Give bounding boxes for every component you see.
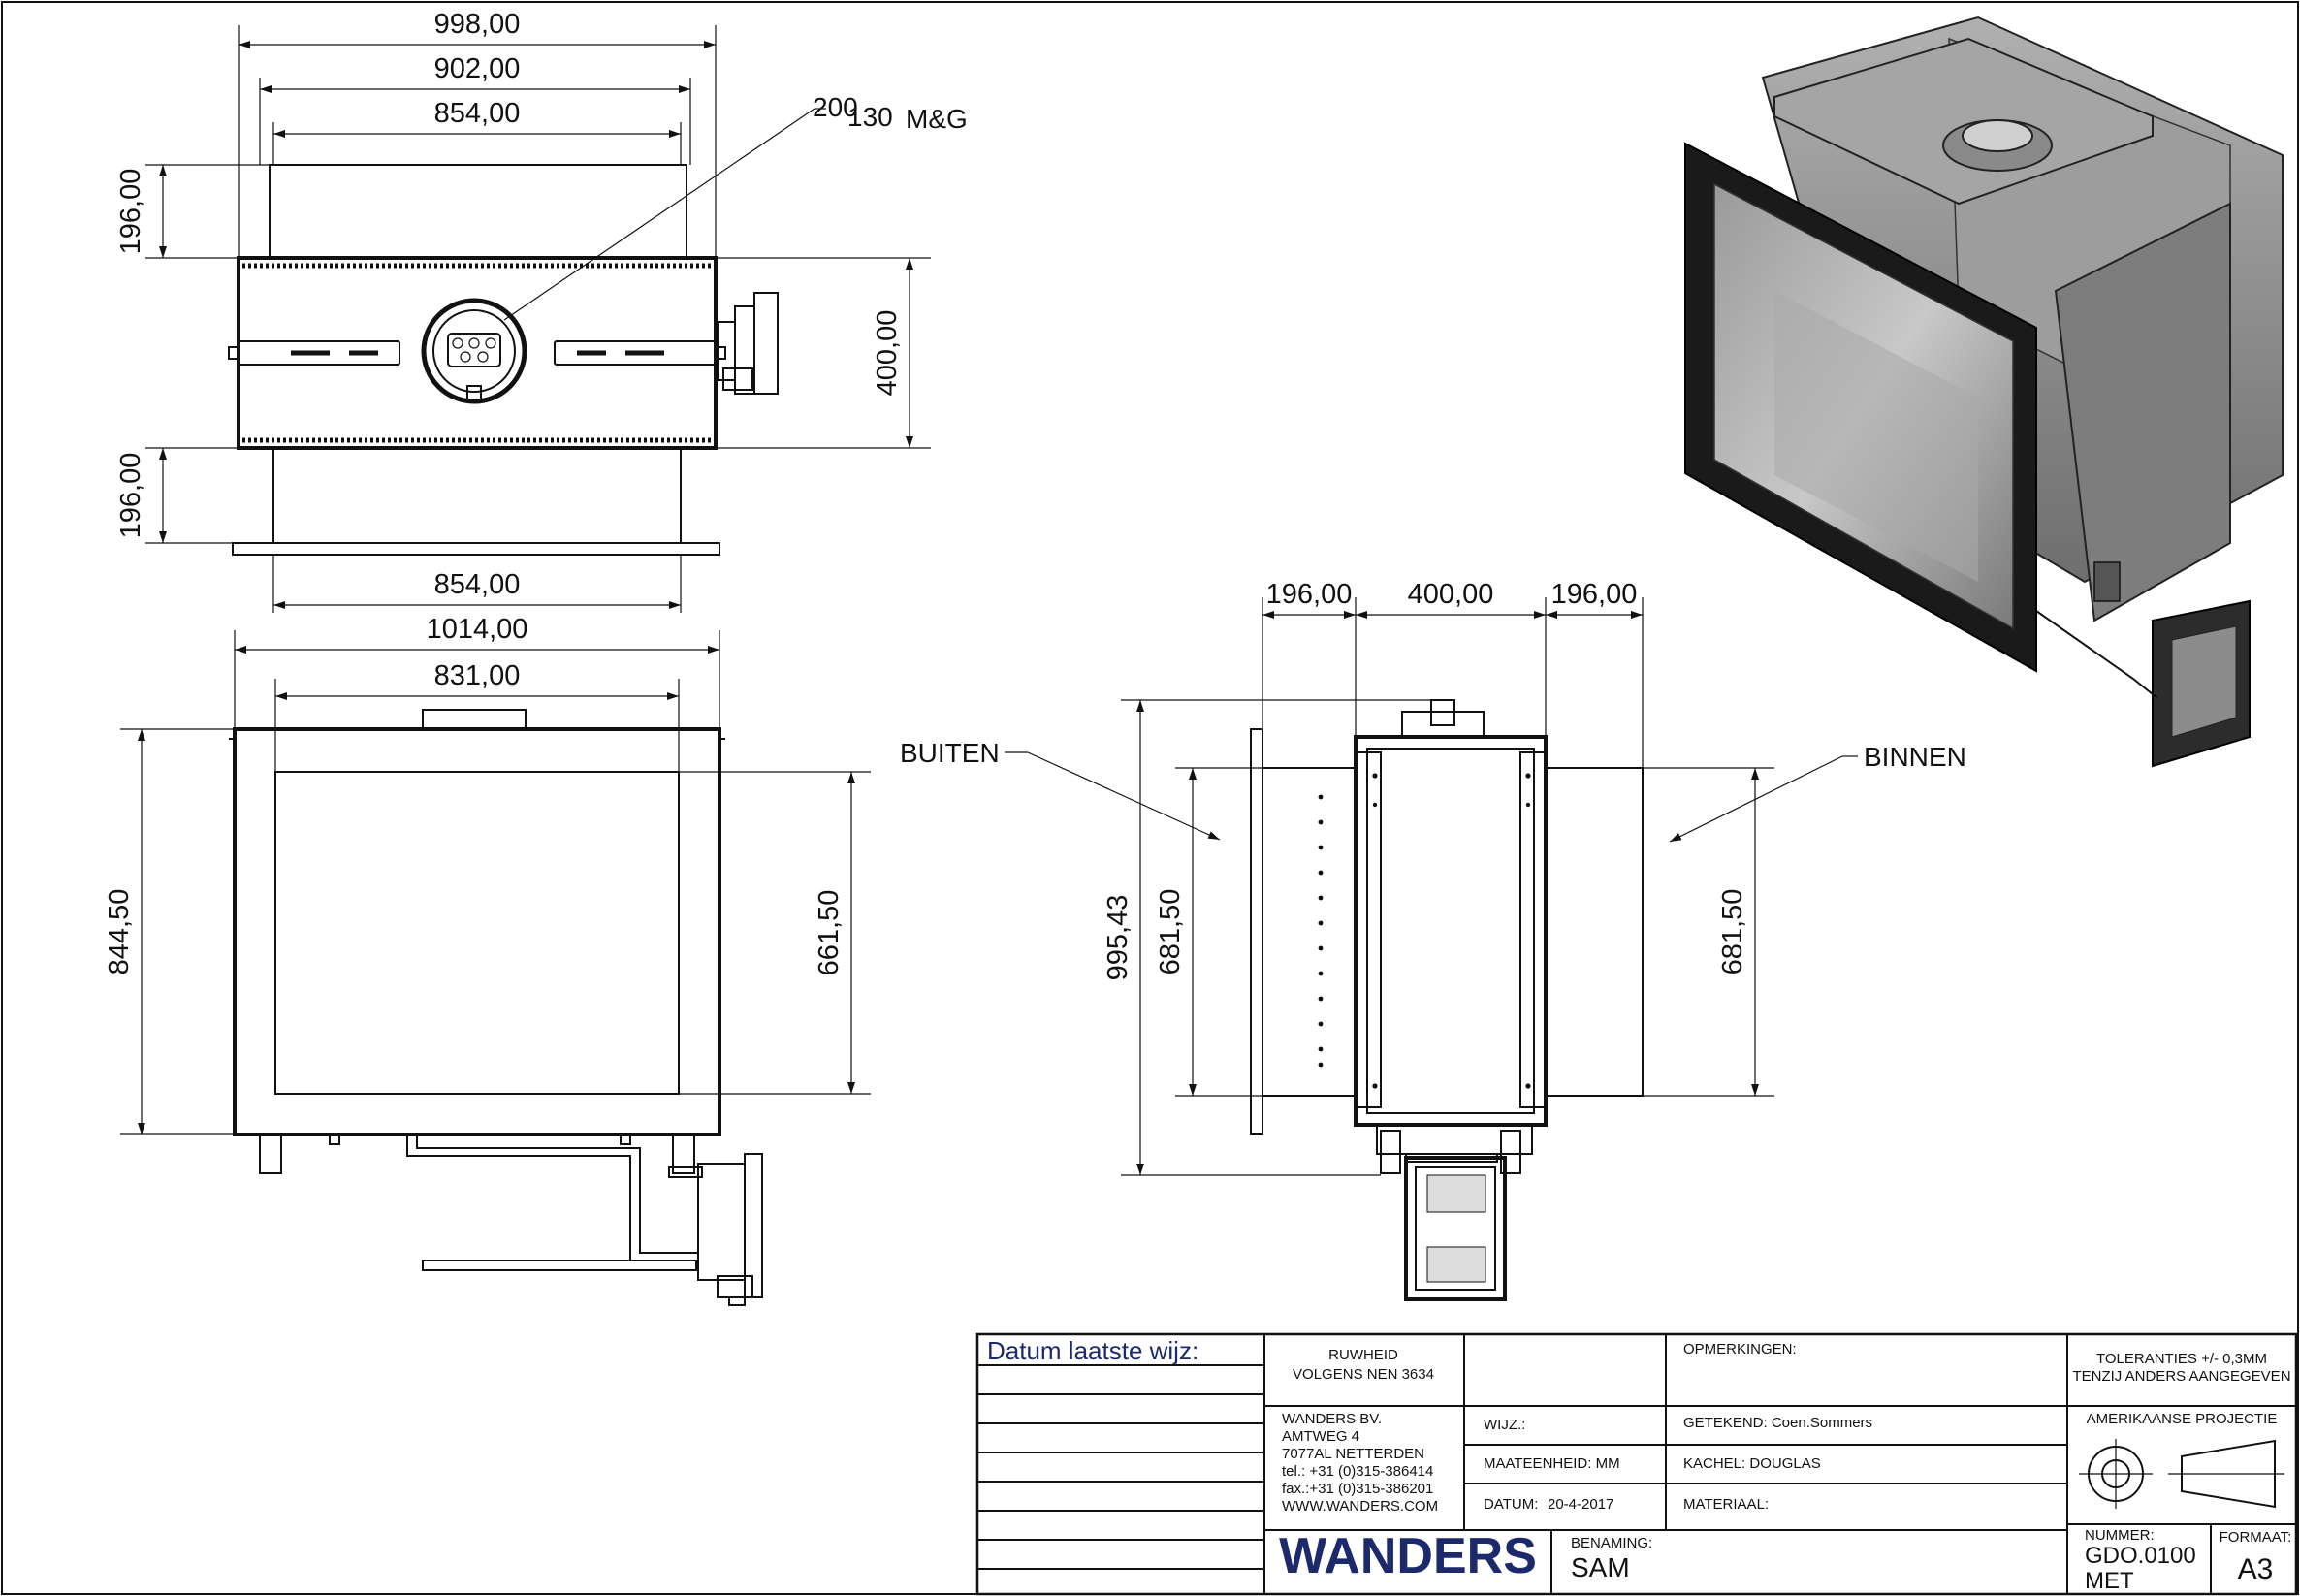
dim-top-902: 902,00 [434, 53, 521, 84]
front-view: 1014,00 831,00 844,50 661,50 [104, 614, 871, 1306]
number-value-2: MET [2085, 1568, 2134, 1594]
flue-label-text: M&G [906, 104, 968, 134]
front-view-flue-collar [422, 709, 527, 730]
flue-label-sup: 200 [813, 92, 858, 122]
roughness-line2: VOLGENS NEN 3634 [1293, 1366, 1434, 1383]
company-line-4: tel.: +31 (0)315-386414 [1282, 1463, 1433, 1480]
dim-top-196-upper: 196,00 [115, 169, 146, 255]
label-binnen: BINNEN [1864, 742, 1966, 772]
dim-front-831: 831,00 [434, 660, 521, 691]
dim-side-196-right: 196,00 [1551, 579, 1638, 610]
title-block: Datum laatste wijz: RUWHEID VOLGENS NEN … [975, 1332, 2298, 1596]
number-value-1: GDO.0100 [2085, 1543, 2196, 1569]
name-label: BENAMING: [1571, 1535, 1652, 1551]
dim-side-681-right: 681,50 [1717, 889, 1748, 975]
isometric-render [1684, 16, 2284, 768]
dim-top-854: 854,00 [434, 98, 521, 129]
side-view-front-frame [1250, 728, 1263, 1135]
top-view-upper-collar [269, 164, 687, 259]
flue-label-sub: 130 [847, 102, 893, 132]
roughness-line1: RUWHEID [1328, 1347, 1398, 1363]
tolerance-line1: TOLERANTIES +/- 0,3MM [2096, 1351, 2267, 1367]
side-view-outer-collar [1262, 767, 1357, 1097]
side-view-body [1354, 735, 1548, 1127]
top-view-front-plate [232, 542, 720, 556]
wanders-logo: WANDERS [1279, 1528, 1537, 1584]
dim-side-995: 995,43 [1102, 895, 1134, 981]
company-line-5: fax.:+31 (0)315-386201 [1282, 1481, 1433, 1497]
revision-header: Datum laatste wijz: [987, 1336, 1198, 1365]
company-line-1: WANDERS BV. [1282, 1411, 1382, 1427]
dim-front-661: 661,50 [814, 890, 845, 976]
material-label: MATERIAAL: [1683, 1496, 1769, 1513]
format-value: A3 [2238, 1553, 2274, 1585]
label-buiten: BUITEN [900, 738, 1000, 768]
top-view-lower-collar [272, 447, 682, 544]
dim-side-400: 400,00 [1408, 579, 1494, 610]
name-value: SAM [1571, 1552, 1630, 1582]
drawn-by: GETEKEND: Coen.Sommers [1683, 1415, 1872, 1431]
stove-name: KACHEL: DOUGLAS [1683, 1455, 1821, 1472]
format-label: FORMAAT: [2220, 1529, 2292, 1546]
date-label: DATUM: [1484, 1496, 1538, 1513]
dim-top-196-lower: 196,00 [115, 453, 146, 539]
side-view: 196,00 400,00 196,00 995,43 681,50 681,5… [900, 579, 1966, 1301]
company-line-2: AMTWEG 4 [1282, 1428, 1359, 1445]
dim-top-400: 400,00 [872, 310, 903, 397]
side-view-inner-collar [1545, 767, 1644, 1097]
dim-top-854-bottom: 854,00 [434, 569, 521, 600]
number-label: NUMMER: [2085, 1527, 2155, 1544]
flue-outlet [421, 298, 527, 404]
company-line-3: 7077AL NETTERDEN [1282, 1446, 1424, 1462]
remarks-label: OPMERKINGEN: [1683, 1341, 1797, 1357]
change-label: WIJZ.: [1484, 1417, 1525, 1433]
dim-top-998: 998,00 [434, 9, 521, 40]
front-view-frame [233, 727, 721, 1136]
company-line-6: WWW.WANDERS.COM [1282, 1498, 1438, 1515]
date-value: 20-4-2017 [1548, 1496, 1613, 1513]
unit-label: MAATEENHEID: MM [1484, 1455, 1620, 1472]
side-view-control-box [1404, 1156, 1507, 1301]
projection-label: AMERIKAANSE PROJECTIE [2087, 1411, 2278, 1427]
top-view: 998,00 902,00 854,00 196,00 400,00 196,0… [115, 9, 968, 613]
dim-front-844: 844,50 [104, 889, 135, 975]
front-view-glass [274, 771, 680, 1095]
dim-front-1014: 1014,00 [427, 614, 528, 645]
dim-side-196-left: 196,00 [1266, 579, 1353, 610]
dim-side-681-left: 681,50 [1155, 889, 1186, 975]
tolerance-line2: TENZIJ ANDERS AANGEGEVEN [2072, 1368, 2290, 1385]
projection-symbol-icon [2079, 1439, 2284, 1509]
